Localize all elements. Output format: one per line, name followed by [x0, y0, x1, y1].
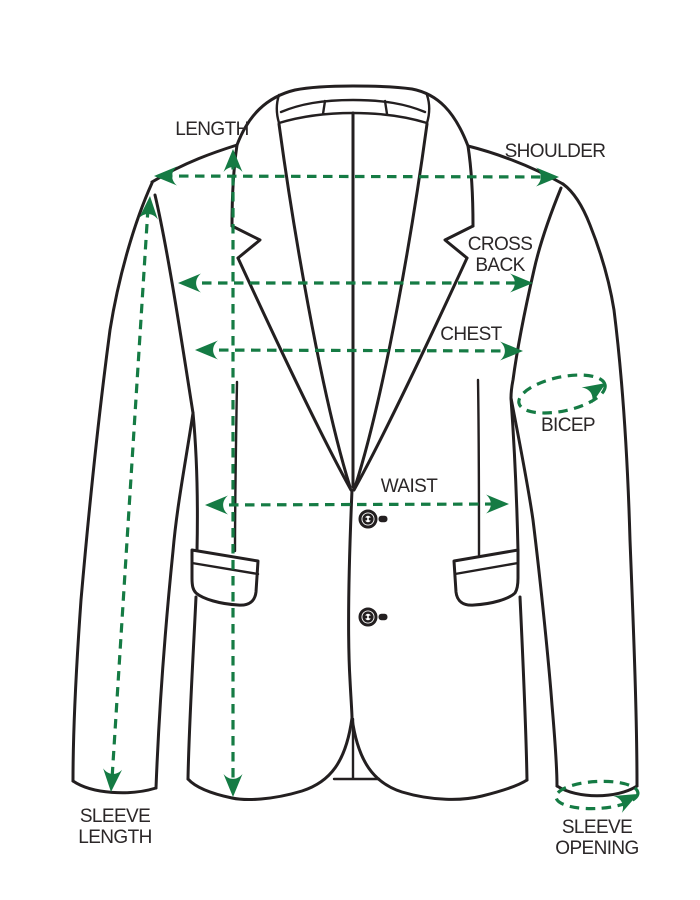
arrowhead-icon: [154, 166, 177, 186]
left-sleeve: [71, 181, 195, 795]
right-pocket: [452, 548, 520, 607]
top-button: [358, 509, 388, 529]
bottom-button: [358, 607, 388, 627]
measure-length: [223, 149, 243, 797]
arrowhead-icon: [178, 273, 201, 293]
measure-sleeve-opening: [554, 779, 643, 813]
label-waist: WAIST: [380, 476, 438, 497]
measure-chest: [195, 340, 523, 361]
arrowhead-icon: [205, 495, 228, 515]
left-dart: [233, 380, 239, 553]
right-lapel: [352, 122, 475, 492]
label-bicep: BICEP: [540, 415, 596, 436]
measure-waist: [205, 494, 509, 515]
measure-sleeve-length: [101, 195, 160, 793]
label-sleeve-length: SLEEVE LENGTH: [78, 806, 152, 848]
right-side-seam: [509, 396, 520, 553]
label-chest: CHEST: [440, 324, 502, 345]
right-dart: [476, 378, 481, 557]
label-cross-back: CROSS BACK: [467, 234, 533, 276]
left-side-seam: [191, 411, 199, 553]
measure-bicep: [517, 373, 612, 415]
hem: [186, 716, 529, 802]
label-shoulder: SHOULDER: [504, 141, 606, 162]
arrowhead-icon: [195, 340, 218, 360]
measurement-marks: [101, 149, 643, 813]
measure-shoulder: [154, 166, 559, 187]
measure-cross-back: [178, 273, 533, 293]
jacket-outline: [71, 84, 639, 802]
label-sleeve-opening: SLEEVE OPENING: [555, 817, 639, 859]
label-length: LENGTH: [175, 119, 249, 140]
left-pocket: [190, 548, 260, 607]
left-lapel: [230, 122, 353, 492]
